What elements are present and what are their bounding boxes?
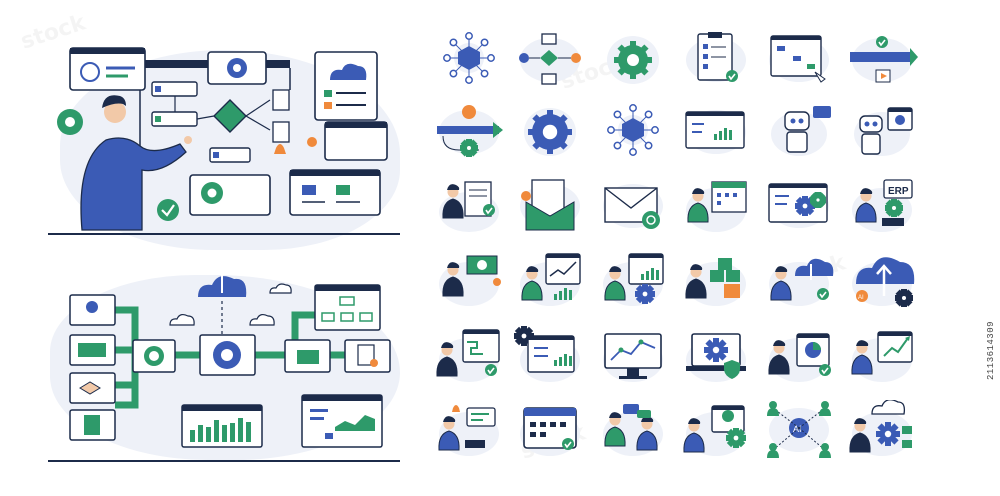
person-trend-icon [846,326,918,388]
workflow-window-click-icon [763,30,835,92]
person-notification-icon [433,400,505,462]
person-chart-icon [514,250,586,312]
window-gears-icon [763,176,835,238]
gear-large-icon [514,102,586,164]
network-hub-icon [433,30,505,92]
integration-illustration [69,273,391,448]
person-document-icon [433,176,505,238]
process-arrow-cycle-icon [846,30,918,92]
email-at-icon [597,176,669,238]
person-gear-screen-icon [680,400,752,462]
robot-chat-icon [763,102,835,164]
person-laptop-check-icon [433,326,505,388]
network-hub-icon-2 [597,102,669,164]
ground-line [48,233,400,235]
person-calendar-icon [680,176,752,238]
ai-network-people-icon: AI [763,400,835,462]
calendar-check-icon [514,400,586,462]
checklist-clipboard-icon [680,30,752,92]
workflow-scene [40,30,410,250]
person-growth-icon [597,250,669,312]
ground-line [48,460,400,462]
robot-ai-icon [846,102,918,164]
person-money-icon [433,250,505,312]
person-boxes-icon [680,250,752,312]
idea-process-icon [433,102,505,164]
email-open-icon [514,176,586,238]
flowchart-icon [514,30,586,92]
integration-scene [40,265,410,465]
document-chart-icon [514,326,586,388]
svg-text:AI: AI [858,295,864,301]
laptop-shield-gear-icon [680,326,752,388]
person-erp-icon: ERP [846,176,918,238]
cloud-upload-ai-icon: AI [846,250,918,312]
monitor-graph-icon [597,326,669,388]
erp-label: ERP [888,186,909,197]
person-cloud-download-icon [763,250,835,312]
gear-icon [597,30,669,92]
person-cloud-gear-icon [846,400,918,462]
workflow-illustration [57,47,388,231]
team-chat-icon [597,400,669,462]
stock-id-text: 2113614309 [986,320,996,380]
analytics-window-icon [680,102,752,164]
person-pie-chart-icon [763,326,835,388]
